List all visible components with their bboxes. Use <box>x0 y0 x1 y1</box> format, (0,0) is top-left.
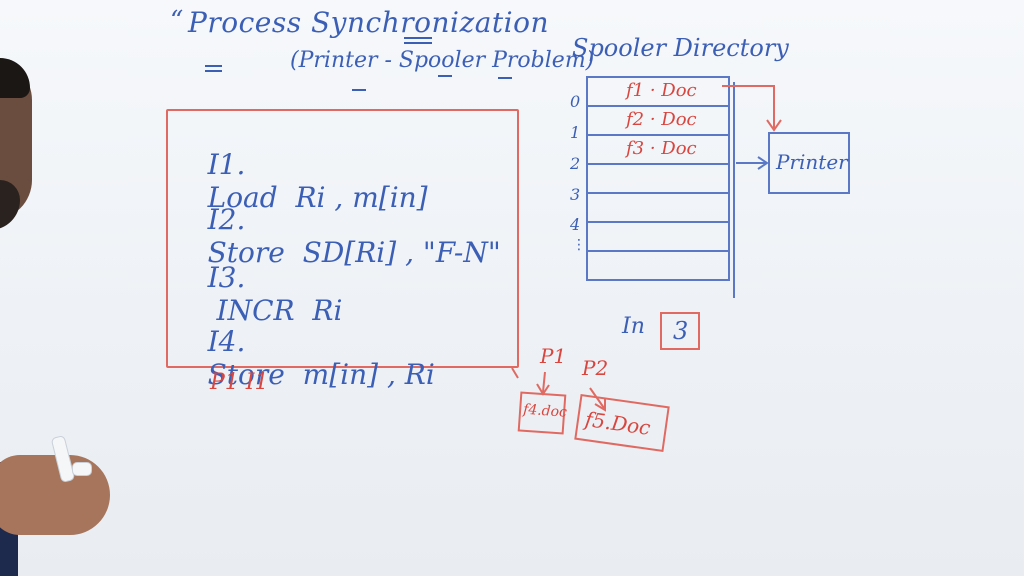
process-p2-label: P2 <box>582 356 609 380</box>
subtitle-underline <box>352 75 512 91</box>
instruction-i4: I4. Store m[in] , Ri <box>172 292 435 424</box>
directory-row <box>588 165 728 194</box>
directory-row: f3 · Doc <box>588 136 728 165</box>
box-corner-mark <box>511 367 519 379</box>
instruction-id: I3. <box>207 261 246 294</box>
index-ellipsis: ⋮ <box>572 237 586 253</box>
instruction-text: INCR Ri <box>207 294 343 327</box>
spooler-title: Spooler Directory <box>572 34 789 62</box>
presenter-hand <box>0 455 110 535</box>
index-4: 4 <box>570 215 581 234</box>
in-label: In <box>622 314 645 339</box>
index-2: 2 <box>570 154 581 173</box>
spooler-directory-table: f1 · Doc f2 · Doc f3 · Doc <box>586 76 730 281</box>
directory-row <box>588 252 728 281</box>
page-subtitle: (Printer - Spooler Problem) <box>290 48 595 73</box>
arrowhead <box>757 156 769 170</box>
arrowhead <box>536 383 550 396</box>
page-title: Process Synchronization <box>188 6 549 39</box>
instruction-id: I4. <box>207 325 246 358</box>
printer-label: Printer <box>776 150 848 174</box>
arrowhead <box>594 399 606 412</box>
instruction-i3: I3. INCR Ri <box>172 228 343 360</box>
process-note: P1 I1 <box>210 370 269 395</box>
quote-mark: “ <box>170 6 184 36</box>
f1-to-printer-arrow <box>722 85 775 128</box>
directory-row <box>588 194 728 223</box>
directory-rail <box>733 82 735 298</box>
instruction-text: Store m[in] , Ri <box>207 358 435 391</box>
directory-entry: f1 · Doc <box>626 80 697 101</box>
index-3: 3 <box>570 185 581 204</box>
p1-arrow <box>542 371 546 393</box>
marker-cap-icon <box>72 462 92 476</box>
instruction-id: I1. <box>207 148 246 181</box>
directory-row <box>588 223 728 252</box>
instruction-text: Load Ri , m[in] <box>207 181 428 214</box>
directory-row: f2 · Doc <box>588 107 728 136</box>
title-underline <box>205 65 222 72</box>
directory-entry: f2 · Doc <box>626 109 697 130</box>
directory-row: f1 · Doc <box>588 78 728 107</box>
arrowhead <box>766 119 782 132</box>
instruction-id: I2. <box>207 203 246 236</box>
process-p1-label: P1 <box>540 344 567 368</box>
instruction-i1: I1. Load Ri , m[in] <box>172 115 428 247</box>
instruction-text: Store SD[Ri] , "F-N" <box>207 236 501 269</box>
instruction-i2: I2. Store SD[Ri] , "F-N" <box>172 170 501 302</box>
in-value-box: 3 <box>660 312 700 350</box>
title-underline <box>404 37 432 44</box>
p2-arrow <box>589 387 605 409</box>
directory-entry: f3 · Doc <box>626 138 697 159</box>
index-1: 1 <box>570 123 581 142</box>
instructions-box <box>166 109 519 368</box>
in-value: 3 <box>673 317 689 345</box>
index-0: 0 <box>570 92 581 111</box>
printer-box: Printer <box>768 132 850 194</box>
